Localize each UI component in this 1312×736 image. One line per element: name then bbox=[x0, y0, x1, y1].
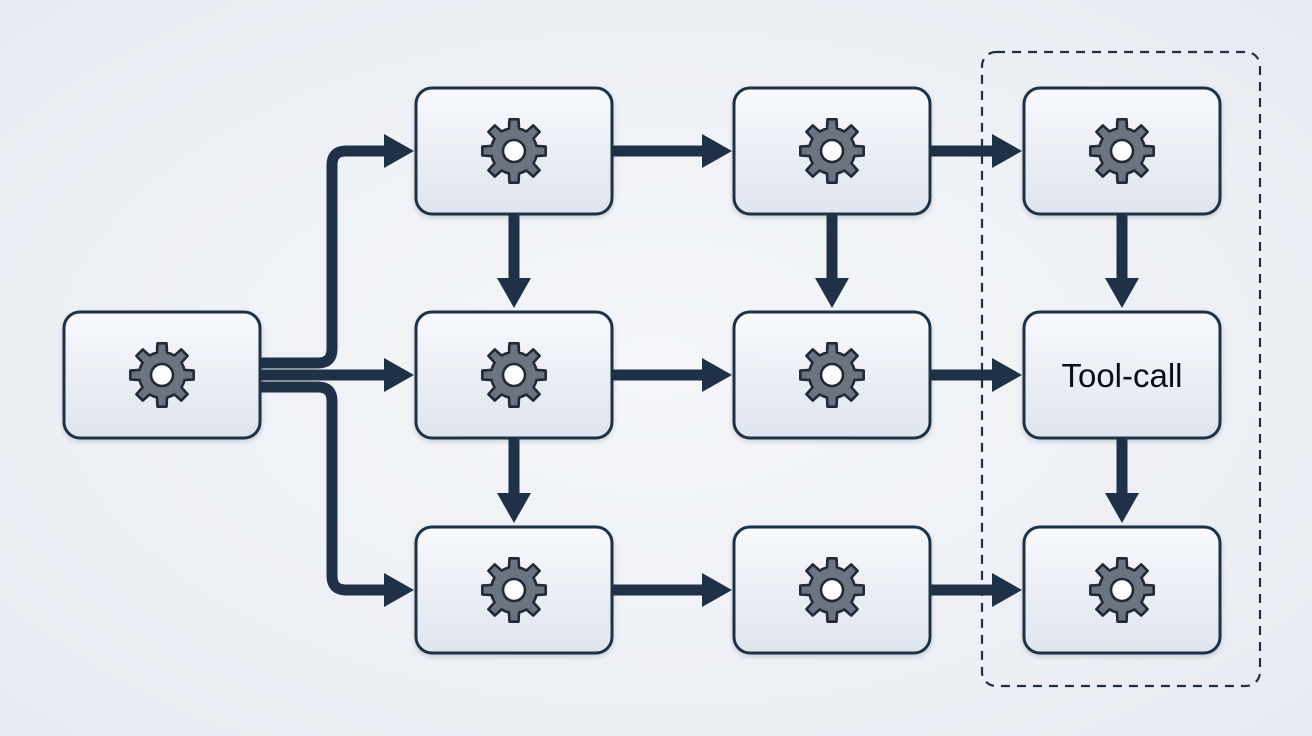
edge-r3c2-to-r3c3 bbox=[930, 573, 1022, 607]
arrowhead bbox=[702, 358, 732, 392]
node-r2c2 bbox=[732, 310, 932, 440]
node-r1c2 bbox=[732, 86, 932, 216]
edge-line bbox=[260, 145, 386, 369]
edge-r2c3-to-r3c3 bbox=[1105, 438, 1139, 523]
gear-icon bbox=[1089, 557, 1155, 623]
gear-icon bbox=[799, 118, 865, 184]
edge-source-to-r1c1 bbox=[260, 134, 414, 369]
node-r3c1 bbox=[414, 525, 614, 655]
arrowhead bbox=[384, 134, 414, 168]
gear-icon bbox=[129, 342, 195, 408]
gear-icon bbox=[799, 342, 865, 408]
node-r2c3: Tool-call bbox=[1022, 310, 1222, 440]
arrowhead bbox=[384, 358, 414, 392]
edge-r1c1-to-r1c2 bbox=[612, 134, 732, 168]
edge-r1c2-to-r1c3 bbox=[930, 134, 1022, 168]
arrowhead bbox=[1105, 278, 1139, 308]
edges-layer bbox=[260, 134, 1139, 607]
edge-source-to-r2c1 bbox=[260, 358, 414, 392]
arrowhead bbox=[497, 493, 531, 523]
edge-r3c1-to-r3c2 bbox=[612, 573, 732, 607]
arrowhead bbox=[384, 573, 414, 607]
arrowhead bbox=[992, 573, 1022, 607]
node-r3c3 bbox=[1022, 525, 1222, 655]
edge-r2c1-to-r3c1 bbox=[497, 438, 531, 523]
gear-icon bbox=[481, 557, 547, 623]
gear-icon bbox=[1089, 118, 1155, 184]
arrowhead bbox=[497, 278, 531, 308]
tool-call-group-border bbox=[980, 50, 1262, 688]
edge-line bbox=[260, 381, 386, 596]
edge-r1c1-to-r2c1 bbox=[497, 214, 531, 308]
nodes-layer: Tool-call bbox=[62, 86, 1222, 655]
node-r2c1 bbox=[414, 310, 614, 440]
node-source bbox=[62, 310, 262, 440]
edge-r1c2-to-r2c2 bbox=[815, 214, 849, 308]
node-r1c1 bbox=[414, 86, 614, 216]
gear-icon bbox=[481, 342, 547, 408]
node-r3c2 bbox=[732, 525, 932, 655]
gear-icon bbox=[481, 118, 547, 184]
arrowhead bbox=[992, 358, 1022, 392]
edge-r1c3-to-r2c3 bbox=[1105, 214, 1139, 308]
arrowhead bbox=[1105, 493, 1139, 523]
arrowhead bbox=[702, 134, 732, 168]
gear-icon bbox=[799, 557, 865, 623]
arrowhead bbox=[815, 278, 849, 308]
node-box bbox=[1022, 310, 1222, 440]
edge-r2c1-to-r2c2 bbox=[612, 358, 732, 392]
edge-r2c2-to-r2c3 bbox=[930, 358, 1022, 392]
arrowhead bbox=[702, 573, 732, 607]
arrowhead bbox=[992, 134, 1022, 168]
node-r1c3 bbox=[1022, 86, 1222, 216]
edge-source-to-r3c1 bbox=[260, 381, 414, 607]
node-label: Tool-call bbox=[1061, 357, 1182, 394]
